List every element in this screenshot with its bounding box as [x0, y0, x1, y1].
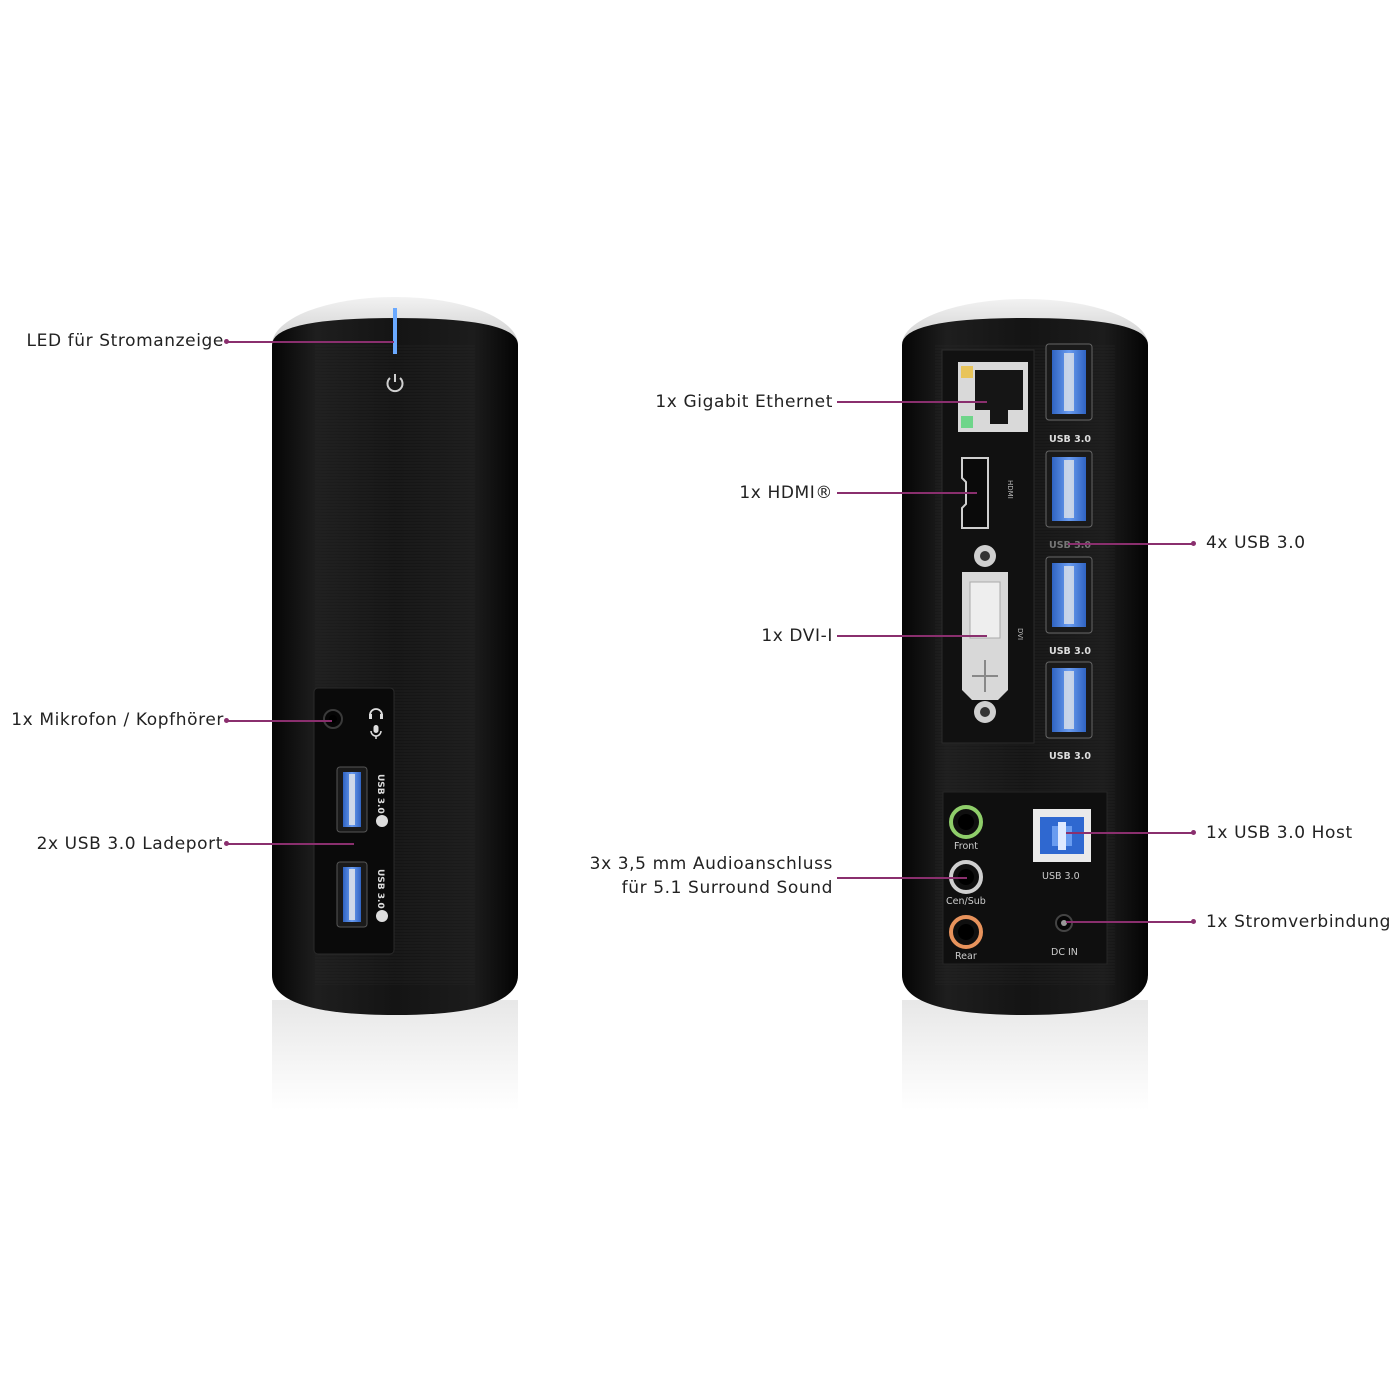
dvi-port-text: DVI [1016, 628, 1024, 640]
leader-audio [837, 877, 967, 879]
label-power: 1x Stromverbindung [1206, 912, 1392, 932]
dcin-text: DC IN [1051, 947, 1078, 958]
right-reflection [902, 1000, 1148, 1110]
usb-host-text: USB 3.0 [1042, 871, 1080, 882]
label-dvi: 1x DVI-I [761, 626, 833, 646]
leader-dot-led [224, 339, 229, 344]
left-reflection [272, 1000, 518, 1110]
left-usb-port-1 [336, 766, 368, 833]
right-usb-text-2: USB 3.0 [1049, 540, 1091, 551]
hdmi-port-text: HDMI [1006, 480, 1014, 499]
label-usb-right: 4x USB 3.0 [1206, 533, 1306, 553]
charge-bolt-icon [376, 815, 388, 827]
leader-usb-left [228, 843, 354, 845]
label-audio-line2: für 5.1 Surround Sound [621, 878, 833, 898]
label-usb-left: 2x USB 3.0 Ladeport [36, 834, 223, 854]
microphone-icon [370, 725, 382, 739]
leader-usb-right [1068, 543, 1194, 545]
right-usb-text-3: USB 3.0 [1049, 646, 1091, 657]
left-usb-label-2: USB 3.0 [375, 869, 385, 909]
usb-host-port [1033, 809, 1091, 862]
leader-dvi [837, 635, 987, 637]
headset-icon [369, 708, 383, 719]
leader-usb-host [1066, 832, 1194, 834]
ethernet-port [958, 362, 1028, 432]
front-text: Front [954, 841, 978, 852]
leader-led [228, 341, 394, 343]
led-indicator [393, 308, 397, 354]
dc-in-port [1055, 914, 1073, 932]
label-usb-host: 1x USB 3.0 Host [1206, 823, 1353, 843]
leader-dot-usb-left [224, 841, 229, 846]
rear-text: Rear [955, 951, 977, 962]
leader-hdmi [837, 492, 977, 494]
left-usb-port-2 [336, 861, 368, 928]
label-hdmi: 1x HDMI® [739, 483, 833, 503]
label-mic: 1x Mikrofon / Kopfhörer [11, 710, 224, 730]
right-usb-port-3 [1045, 556, 1093, 634]
audio-jack-rear [949, 915, 983, 949]
right-usb-text-4: USB 3.0 [1049, 751, 1091, 762]
leader-dot-mic [224, 718, 229, 723]
label-led: LED für Stromanzeige [26, 331, 224, 351]
label-ethernet: 1x Gigabit Ethernet [655, 392, 833, 412]
leader-mic [228, 720, 332, 722]
left-usb-label-1: USB 3.0 [375, 774, 385, 814]
censub-text: Cen/Sub [946, 896, 986, 907]
leader-dot-usb-right [1191, 541, 1196, 546]
leader-ethernet [837, 401, 987, 403]
leader-power [1066, 921, 1194, 923]
charge-bolt-icon [376, 910, 388, 922]
power-icon [386, 374, 404, 393]
audio-jack-front [949, 805, 983, 839]
right-usb-port-1 [1045, 343, 1093, 421]
right-usb-port-2 [1045, 450, 1093, 528]
right-usb-port-4 [1045, 661, 1093, 739]
leader-dot-usb-host [1191, 830, 1196, 835]
leader-dot-power [1191, 919, 1196, 924]
label-audio-line1: 3x 3,5 mm Audioanschluss [589, 854, 833, 874]
right-usb-text-1: USB 3.0 [1049, 434, 1091, 445]
